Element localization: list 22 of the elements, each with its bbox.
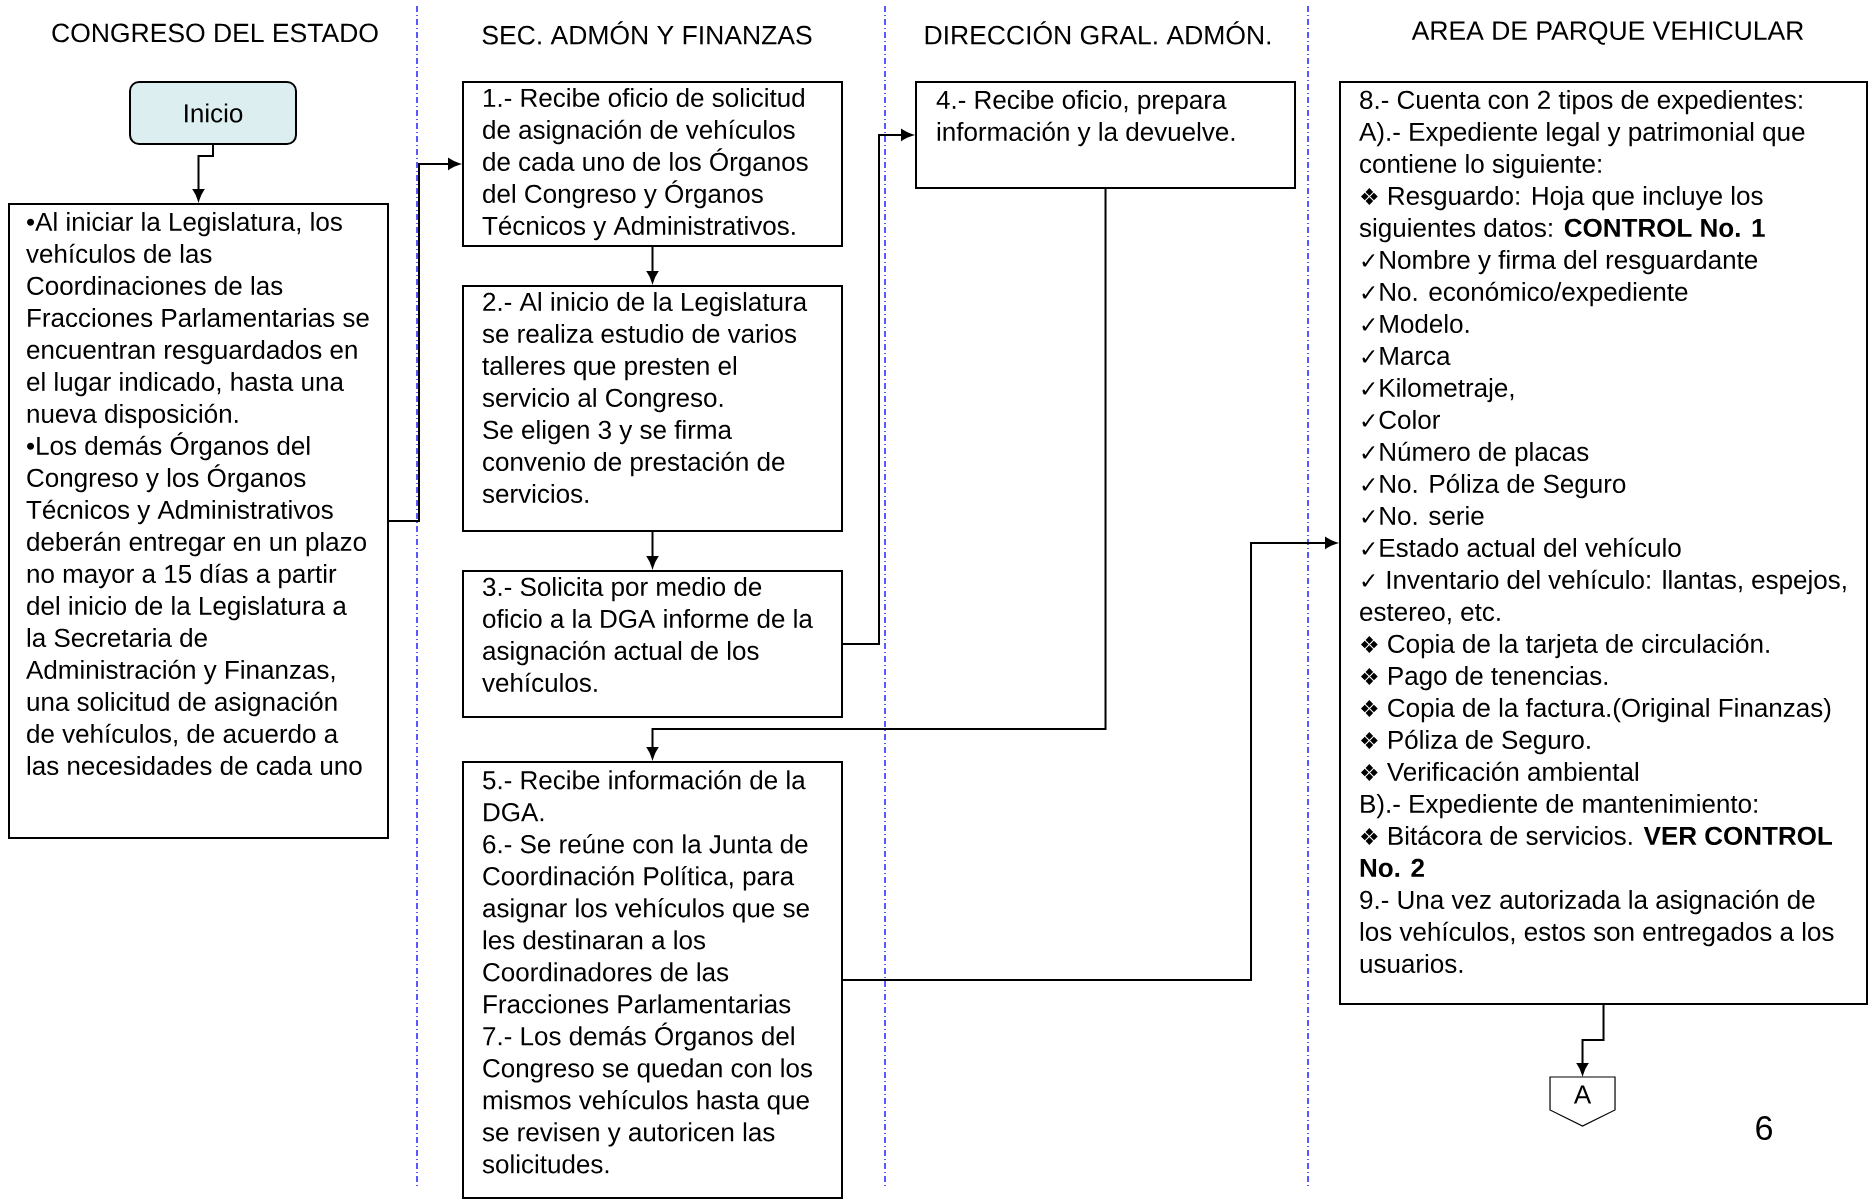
- arrow: [192, 144, 214, 201]
- arrow: [842, 537, 1337, 981]
- arrow: [646, 188, 1107, 759]
- column-header: DIRECCIÓN GRAL. ADMÓN.: [925, 21, 1271, 45]
- page-number: 6: [1756, 1115, 1772, 1141]
- process-box: 4.- Recibe oficio, prepara información y la devuelve.: [915, 81, 1296, 189]
- column-header: SEC. ADMÓN Y FINANZAS: [482, 21, 812, 45]
- process-box: 2.- Al inicio de la Legislatura se realiza estudio de varios talleres que presten el servicio al Congreso. Se eligen 3 y se firma convenio de prestación de servicios.: [462, 285, 843, 532]
- start-terminal: Inicio: [129, 81, 297, 145]
- process-box: 3.- Solicita por medio de oficio a la DGA informe de la asignación actual de los vehículos.: [462, 570, 843, 718]
- process-box: 5.- Recibe información de la DGA. 6.- Se reúne con la Junta de Coordinación Política, para asignar los vehículos que se les destinaran a los Coordinadores de las Fracciones Parlamentarias 7.- Los demás Órganos del Congreso se quedan con los mismos vehículos hasta que se revisen y autoricen las solicitudes.: [462, 761, 843, 1199]
- arrow: [388, 158, 460, 522]
- column-header: AREA DE PARQUE VEHICULAR: [1411, 21, 1804, 45]
- column-header: CONGRESO DEL ESTADO: [52, 23, 378, 43]
- process-box: •Al iniciar la Legislatura, los vehículos de las Coordinaciones de las Fracciones Parlamentarias se encuentran resguardados en el lugar indicado, hasta una nueva disposición. •Los demás Órganos del Congreso y los Órganos Técnicos y Administrativos deberán entregar en un plazo no mayor a 15 días a partir del inicio de la Legislatura a la Secretaria de Administración y Finanzas, una solicitud de asignación de vehículos, de acuerdo a las necesidades de cada uno: [8, 203, 389, 839]
- arrow: [646, 246, 659, 283]
- process-box: 1.- Recibe oficio de solicitud de asignación de vehículos de cada uno de los Órganos del Congreso y Órganos Técnicos y Administrativos.: [462, 81, 843, 247]
- arrow: [842, 129, 913, 645]
- process-box: 8.- Cuenta con 2 tipos de expedientes: A).- Expediente legal y patrimonial que contiene lo siguiente: ❖ Resguardo: Hoja que incluye los siguientes datos: CONTROL No. 1 ✓Nombre y firma del resguardante ✓No. económico/expediente ✓Modelo. ✓Marca ✓Kilometraje, ✓Color ✓Número de placas ✓No. Póliza de Seguro ✓No. serie ✓Estado actual del vehículo ✓ Inventario del vehículo: llantas, espejos, estereo, etc. ❖ Copia de la tarjeta de circulación. ❖ Pago de tenencias. ❖ Copia de la factura.(Original Finanzas) ❖ Póliza de Seguro. ❖ Verificación ambiental B).- Expediente de mantenimiento: ❖ Bitácora de servicios. VER CONTROL No. 2 9.- Una vez autorizada la asignación de los vehículos, estos son entregados a los usuarios.: [1339, 81, 1868, 1005]
- arrow: [1577, 1004, 1605, 1075]
- arrow: [646, 531, 659, 568]
- off-page-connector: A: [1549, 1076, 1616, 1127]
